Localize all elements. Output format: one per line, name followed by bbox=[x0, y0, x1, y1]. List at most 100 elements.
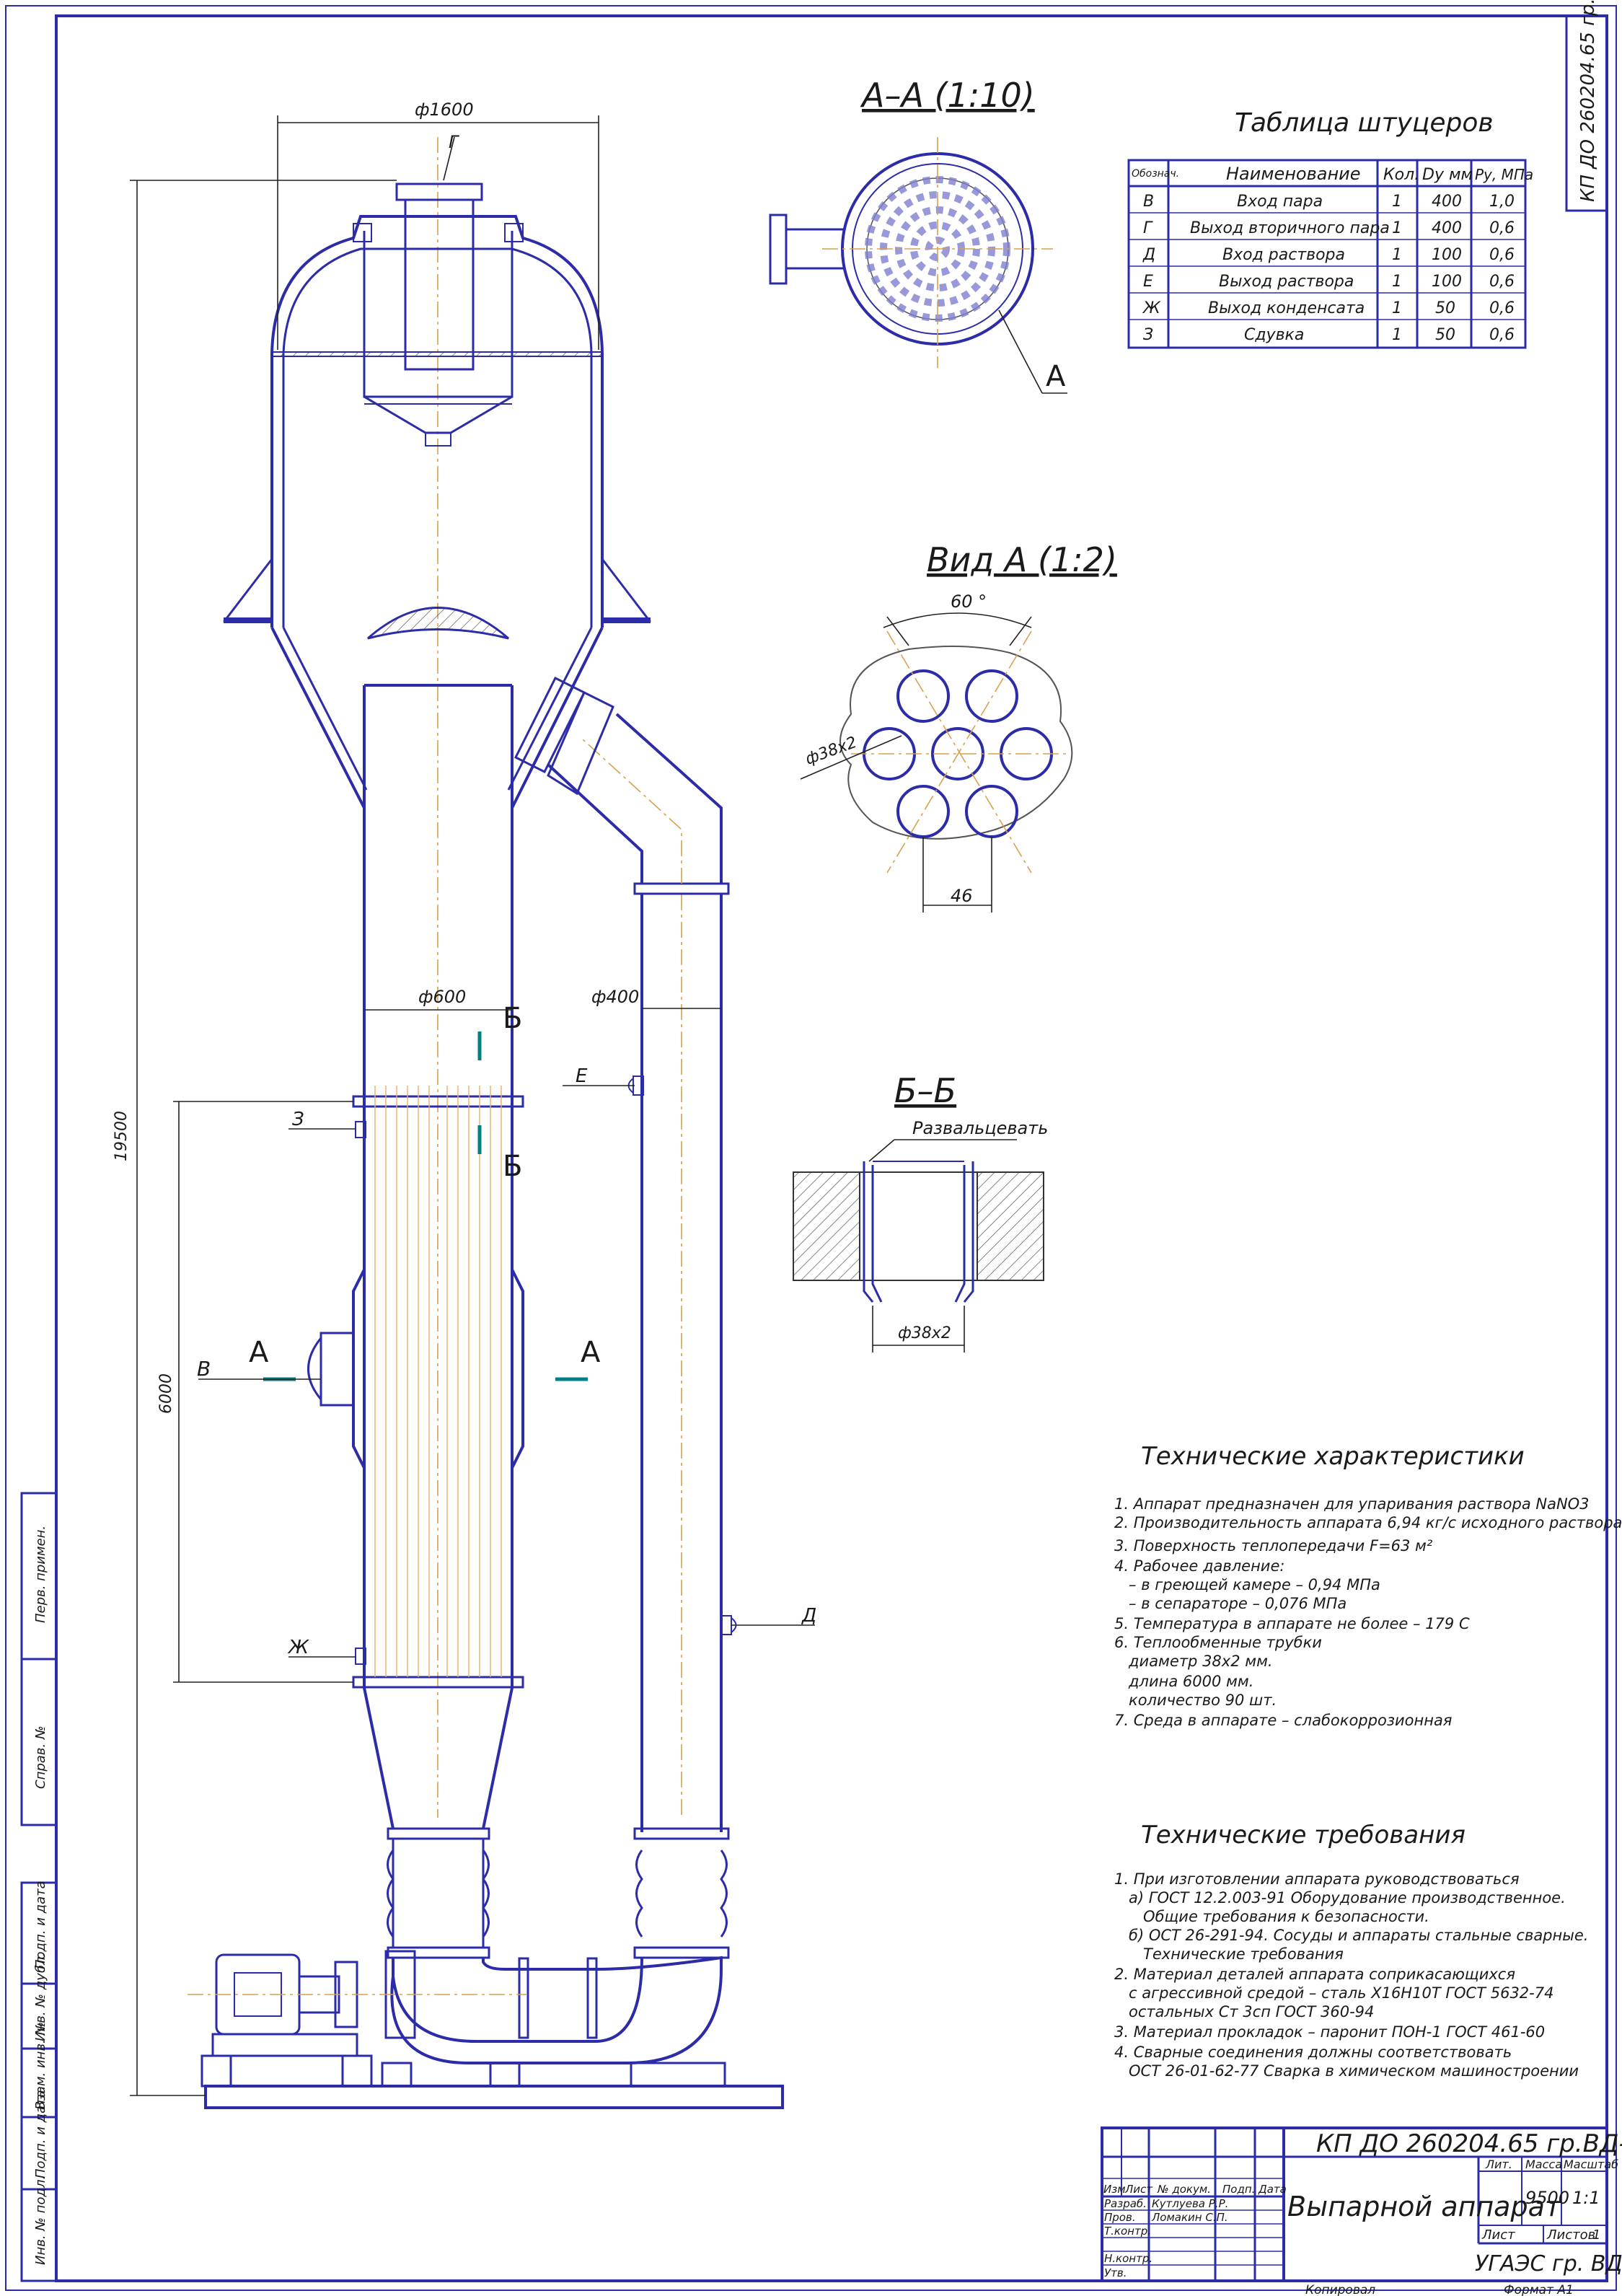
label-e: Е bbox=[576, 1065, 588, 1087]
title-block: Изм Лист № докум. Подп. Дата Разраб. Про… bbox=[1101, 2126, 1622, 2296]
side-label-5: Взам. инв. № bbox=[33, 2022, 48, 2110]
section-aa: А–А (1:10) А bbox=[769, 76, 1067, 394]
nozzle-table: Таблица штуцеров Обознач. Наименование К… bbox=[1127, 108, 1533, 349]
svg-text:1: 1 bbox=[1592, 2227, 1600, 2243]
svg-text:1: 1 bbox=[1392, 326, 1402, 344]
side-label-6: Подп. и дата bbox=[33, 2090, 48, 2178]
svg-text:Дата: Дата bbox=[1258, 2183, 1287, 2196]
svg-text:Е: Е bbox=[1143, 273, 1153, 291]
svg-text:Г: Г bbox=[1143, 219, 1153, 237]
svg-text:0,6: 0,6 bbox=[1489, 246, 1515, 264]
apparatus-main-view: ф1600 Г ф600 ф400 19500 6000 Е З В Ж Д А… bbox=[113, 100, 816, 2109]
dim-h6000: 6000 bbox=[157, 1373, 175, 1414]
svg-text:с агрессивной средой – сталь Х: с агрессивной средой – сталь Х16Н10Т ГОС… bbox=[1114, 1984, 1553, 2002]
svg-text:1: 1 bbox=[1392, 219, 1402, 237]
section-bb: Б–Б Развальцевать ф38х2 bbox=[793, 1071, 1048, 1352]
separator-dome bbox=[270, 215, 604, 354]
side-label-3: Подп. и дата bbox=[33, 1881, 48, 1969]
side-label-7: Инв. № подл. bbox=[33, 2176, 48, 2265]
th-0: Обознач. bbox=[1132, 168, 1179, 180]
svg-text:Вход пара: Вход пара bbox=[1237, 193, 1323, 211]
svg-text:5. Температура в аппарате не б: 5. Температура в аппарате не более – 179… bbox=[1114, 1615, 1470, 1632]
svg-text:З: З bbox=[1143, 326, 1153, 344]
svg-text:Технические требования: Технические требования bbox=[1114, 1945, 1344, 1963]
outer-frame bbox=[5, 5, 1617, 2291]
rotated-code-text: КП ДО 260204.65 гр.ВД-31 bbox=[1577, 0, 1599, 202]
svg-text:диаметр 38х2 мм.: диаметр 38х2 мм. bbox=[1114, 1653, 1273, 1670]
th-3: Dy мм bbox=[1422, 166, 1473, 184]
svg-text:3. Материал прокладок – парони: 3. Материал прокладок – паронит ПОН-1 ГО… bbox=[1114, 2023, 1545, 2041]
svg-text:50: 50 bbox=[1435, 299, 1455, 317]
section-bb-title: Б–Б bbox=[894, 1071, 956, 1110]
side-stamp-column: Перв. примен. Справ. № Подп. и дата Инв.… bbox=[20, 1492, 58, 2282]
svg-text:Изм: Изм bbox=[1103, 2183, 1126, 2196]
svg-text:400: 400 bbox=[1432, 193, 1462, 211]
svg-text:В: В bbox=[1143, 193, 1154, 211]
table-row: Д Вход раствора 1 100 0,6 bbox=[1142, 246, 1515, 264]
nozzle-table-title: Таблица штуцеров bbox=[1235, 108, 1494, 138]
th-4: Ру, МПа bbox=[1475, 166, 1533, 183]
svg-text:0,6: 0,6 bbox=[1489, 273, 1515, 291]
section-mark-a-right: А bbox=[581, 1336, 601, 1369]
svg-text:Листов: Листов bbox=[1546, 2227, 1595, 2243]
svg-text:1: 1 bbox=[1392, 273, 1402, 291]
svg-text:б) ОСТ 26-291-94. Сосуды и апп: б) ОСТ 26-291-94. Сосуды и аппараты стал… bbox=[1114, 1927, 1588, 1944]
tech-specs: Технические характеристики 1. Аппарат пр… bbox=[1114, 1442, 1622, 1729]
table-row: Ж Выход конденсата 1 50 0,6 bbox=[1142, 299, 1515, 317]
svg-text:6. Теплообменные трубки: 6. Теплообменные трубки bbox=[1114, 1634, 1322, 1651]
svg-text:– в греющей камере – 0,94 МПа: – в греющей камере – 0,94 МПа bbox=[1114, 1576, 1380, 1593]
label-v: В bbox=[197, 1357, 211, 1381]
svg-text:3. Поверхность теплопередачи F: 3. Поверхность теплопередачи F=63 м² bbox=[1114, 1537, 1433, 1554]
view-a-pitch: 46 bbox=[951, 886, 973, 906]
svg-text:Ж: Ж bbox=[1142, 299, 1161, 317]
dim-h19500: 19500 bbox=[113, 1111, 131, 1161]
dim-d600: ф600 bbox=[418, 987, 466, 1007]
tech-requirements-title: Технические требования bbox=[1141, 1821, 1465, 1849]
section-aa-leader: А bbox=[1046, 360, 1066, 393]
svg-text:Общие требования к безопасност: Общие требования к безопасности. bbox=[1114, 1908, 1429, 1925]
svg-text:Выход вторичного пара: Выход вторичного пара bbox=[1190, 219, 1390, 237]
svg-text:Лист: Лист bbox=[1481, 2227, 1515, 2243]
side-label-1: Перв. примен. bbox=[33, 1526, 48, 1623]
svg-text:ОСТ 26-01-62-77 Сварка в химич: ОСТ 26-01-62-77 Сварка в химическом маши… bbox=[1114, 2062, 1579, 2080]
svg-text:100: 100 bbox=[1432, 246, 1462, 264]
table-row: В Вход пара 1 400 1,0 bbox=[1143, 193, 1515, 211]
svg-text:Сдувка: Сдувка bbox=[1244, 326, 1304, 344]
svg-text:№ докум.: № докум. bbox=[1157, 2183, 1211, 2196]
svg-text:1. При изготовлении аппарата р: 1. При изготовлении аппарата руководство… bbox=[1114, 1870, 1520, 1888]
svg-text:Утв.: Утв. bbox=[1104, 2266, 1127, 2279]
side-label-2: Справ. № bbox=[33, 1725, 48, 1789]
svg-text:Лит.: Лит. bbox=[1485, 2158, 1512, 2171]
svg-text:100: 100 bbox=[1432, 273, 1462, 291]
view-a: Вид А (1:2) 60 ° ф38х2 46 bbox=[800, 540, 1117, 912]
svg-text:Масса: Масса bbox=[1525, 2158, 1562, 2171]
title-block-scale: 1:1 bbox=[1572, 2188, 1600, 2208]
svg-text:4. Сварные соединения должны с: 4. Сварные соединения должны соответство… bbox=[1114, 2044, 1512, 2061]
th-2: Кол. bbox=[1383, 166, 1419, 184]
tech-specs-title: Технические характеристики bbox=[1141, 1442, 1525, 1471]
section-bb-tube: ф38х2 bbox=[898, 1324, 951, 1342]
svg-text:Подп.: Подп. bbox=[1222, 2183, 1255, 2196]
svg-text:Н.контр.: Н.контр. bbox=[1104, 2252, 1152, 2265]
label-g: Г bbox=[449, 132, 459, 152]
svg-text:1: 1 bbox=[1392, 193, 1402, 211]
section-aa-title: А–А (1:10) bbox=[860, 76, 1035, 115]
svg-text:длина 6000 мм.: длина 6000 мм. bbox=[1114, 1673, 1253, 1690]
svg-text:7. Среда в аппарате – слабокор: 7. Среда в аппарате – слабокоррозионная bbox=[1114, 1712, 1452, 1729]
svg-text:Выход раствора: Выход раствора bbox=[1219, 273, 1354, 291]
section-bb-note: Развальцевать bbox=[912, 1118, 1048, 1138]
svg-text:400: 400 bbox=[1432, 219, 1462, 237]
th-1: Наименование bbox=[1226, 164, 1361, 184]
section-mark-b-bottom: Б bbox=[503, 1150, 522, 1183]
svg-text:– в сепараторе – 0,076 МПа: – в сепараторе – 0,076 МПа bbox=[1114, 1595, 1346, 1612]
svg-text:а) ГОСТ 12.2.003-91 Оборудован: а) ГОСТ 12.2.003-91 Оборудование произво… bbox=[1114, 1889, 1566, 1906]
svg-text:4. Рабочее давление:: 4. Рабочее давление: bbox=[1114, 1557, 1284, 1575]
label-d: Д bbox=[801, 1605, 816, 1627]
svg-text:Ломакин С.П.: Ломакин С.П. bbox=[1151, 2211, 1228, 2224]
svg-text:количество 90 шт.: количество 90 шт. bbox=[1114, 1692, 1277, 1709]
section-mark-a-left: А bbox=[249, 1336, 269, 1369]
title-block-org: УГАЭС гр. ВД-31 bbox=[1475, 2251, 1622, 2277]
label-zh: Ж bbox=[287, 1637, 309, 1658]
svg-text:Д: Д bbox=[1142, 246, 1155, 264]
